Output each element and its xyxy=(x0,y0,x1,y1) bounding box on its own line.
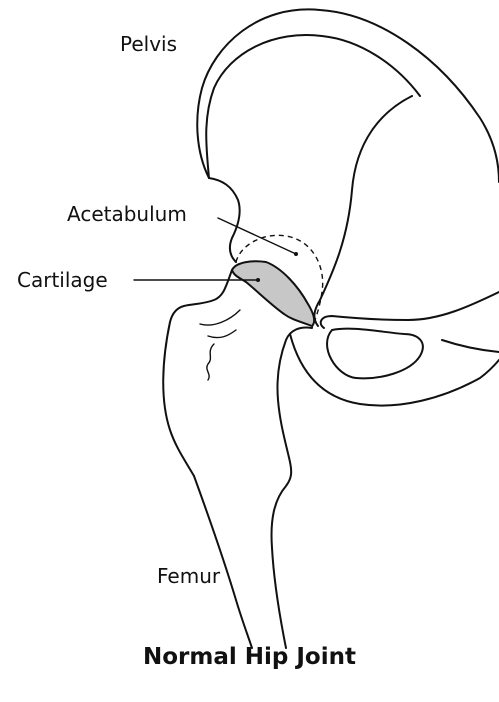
diagram-caption: Normal Hip Joint xyxy=(0,646,499,669)
femur-greater-trochanter xyxy=(163,322,194,476)
cartilage-label: Cartilage xyxy=(17,270,108,290)
femur-neck-detail-3 xyxy=(207,344,214,380)
femur-neck-detail-1 xyxy=(200,310,240,325)
pelvis-front-edge xyxy=(209,178,240,262)
pelvis-right-rim xyxy=(442,340,499,352)
femur-neck-detail-2 xyxy=(208,330,236,338)
femur-shaft-left xyxy=(194,476,252,648)
pelvis-bottom-edge xyxy=(290,334,499,406)
femur-label: Femur xyxy=(157,566,220,586)
pelvis-label: Pelvis xyxy=(120,34,177,54)
femur-head-outline xyxy=(170,270,232,322)
pelvis-lower-right xyxy=(321,292,499,328)
femur-shaft-right xyxy=(272,328,312,649)
obturator-foramen xyxy=(327,329,423,379)
pelvis-inner-curve xyxy=(206,35,420,178)
cartilage-leader-dot xyxy=(256,278,260,282)
cartilage-shape xyxy=(232,261,314,326)
acetabulum-leader-dot xyxy=(294,252,298,256)
pelvis-outline xyxy=(197,9,499,182)
pelvis-inner-line xyxy=(314,96,412,326)
acetabulum-label: Acetabulum xyxy=(67,204,187,224)
